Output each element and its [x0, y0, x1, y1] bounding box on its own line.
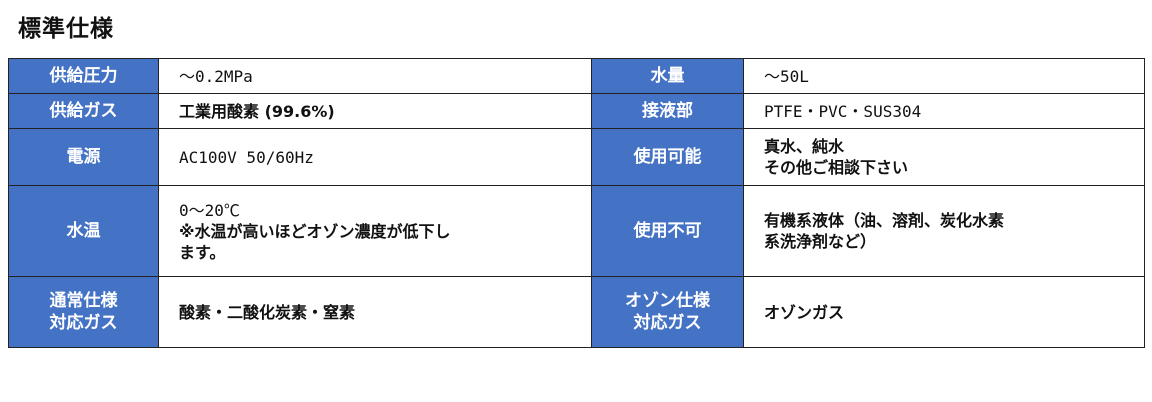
table-row: 電源 AC100V 50/60Hz 使用可能 真水、純水 その他ご相談下さい: [8, 128, 1145, 186]
water-temp-value: 0～20℃ ※水温が高いほどオゾン濃度が低下し ます。: [158, 185, 592, 277]
not-usable-label: 使用不可: [591, 185, 744, 277]
supply-pressure-value: ～0.2MPa: [158, 58, 592, 94]
table-row: 供給ガス 工業用酸素 (99.6%) 接液部 PTFE・PVC・SUS304: [8, 93, 1145, 129]
table-row: 水温 0～20℃ ※水温が高いほどオゾン濃度が低下し ます。 使用不可 有機系液…: [8, 185, 1145, 277]
table-row: 供給圧力 ～0.2MPa 水量 ～50L: [8, 58, 1145, 94]
not-usable-value: 有機系液体（油、溶剤、炭化水素 系洗浄剤など）: [743, 185, 1145, 277]
standard-gas-value: 酸素・二酸化炭素・窒素: [158, 276, 592, 348]
table-row: 通常仕様 対応ガス 酸素・二酸化炭素・窒素 オゾン仕様 対応ガス オゾンガス: [8, 276, 1145, 348]
supply-gas-value: 工業用酸素 (99.6%): [158, 93, 592, 129]
ozone-gas-value: オゾンガス: [743, 276, 1145, 348]
wetted-parts-value: PTFE・PVC・SUS304: [743, 93, 1145, 129]
spec-table: 供給圧力 ～0.2MPa 水量 ～50L 供給ガス 工業用酸素 (99.6%) …: [8, 58, 1145, 348]
usable-value: 真水、純水 その他ご相談下さい: [743, 128, 1145, 186]
page-title: 標準仕様: [18, 16, 114, 42]
supply-gas-label: 供給ガス: [8, 93, 159, 129]
water-temp-label: 水温: [8, 185, 159, 277]
water-volume-value: ～50L: [743, 58, 1145, 94]
supply-pressure-label: 供給圧力: [8, 58, 159, 94]
wetted-parts-label: 接液部: [591, 93, 744, 129]
power-label: 電源: [8, 128, 159, 186]
standard-gas-label: 通常仕様 対応ガス: [8, 276, 159, 348]
water-volume-label: 水量: [591, 58, 744, 94]
usable-label: 使用可能: [591, 128, 744, 186]
power-value: AC100V 50/60Hz: [158, 128, 592, 186]
ozone-gas-label: オゾン仕様 対応ガス: [591, 276, 744, 348]
